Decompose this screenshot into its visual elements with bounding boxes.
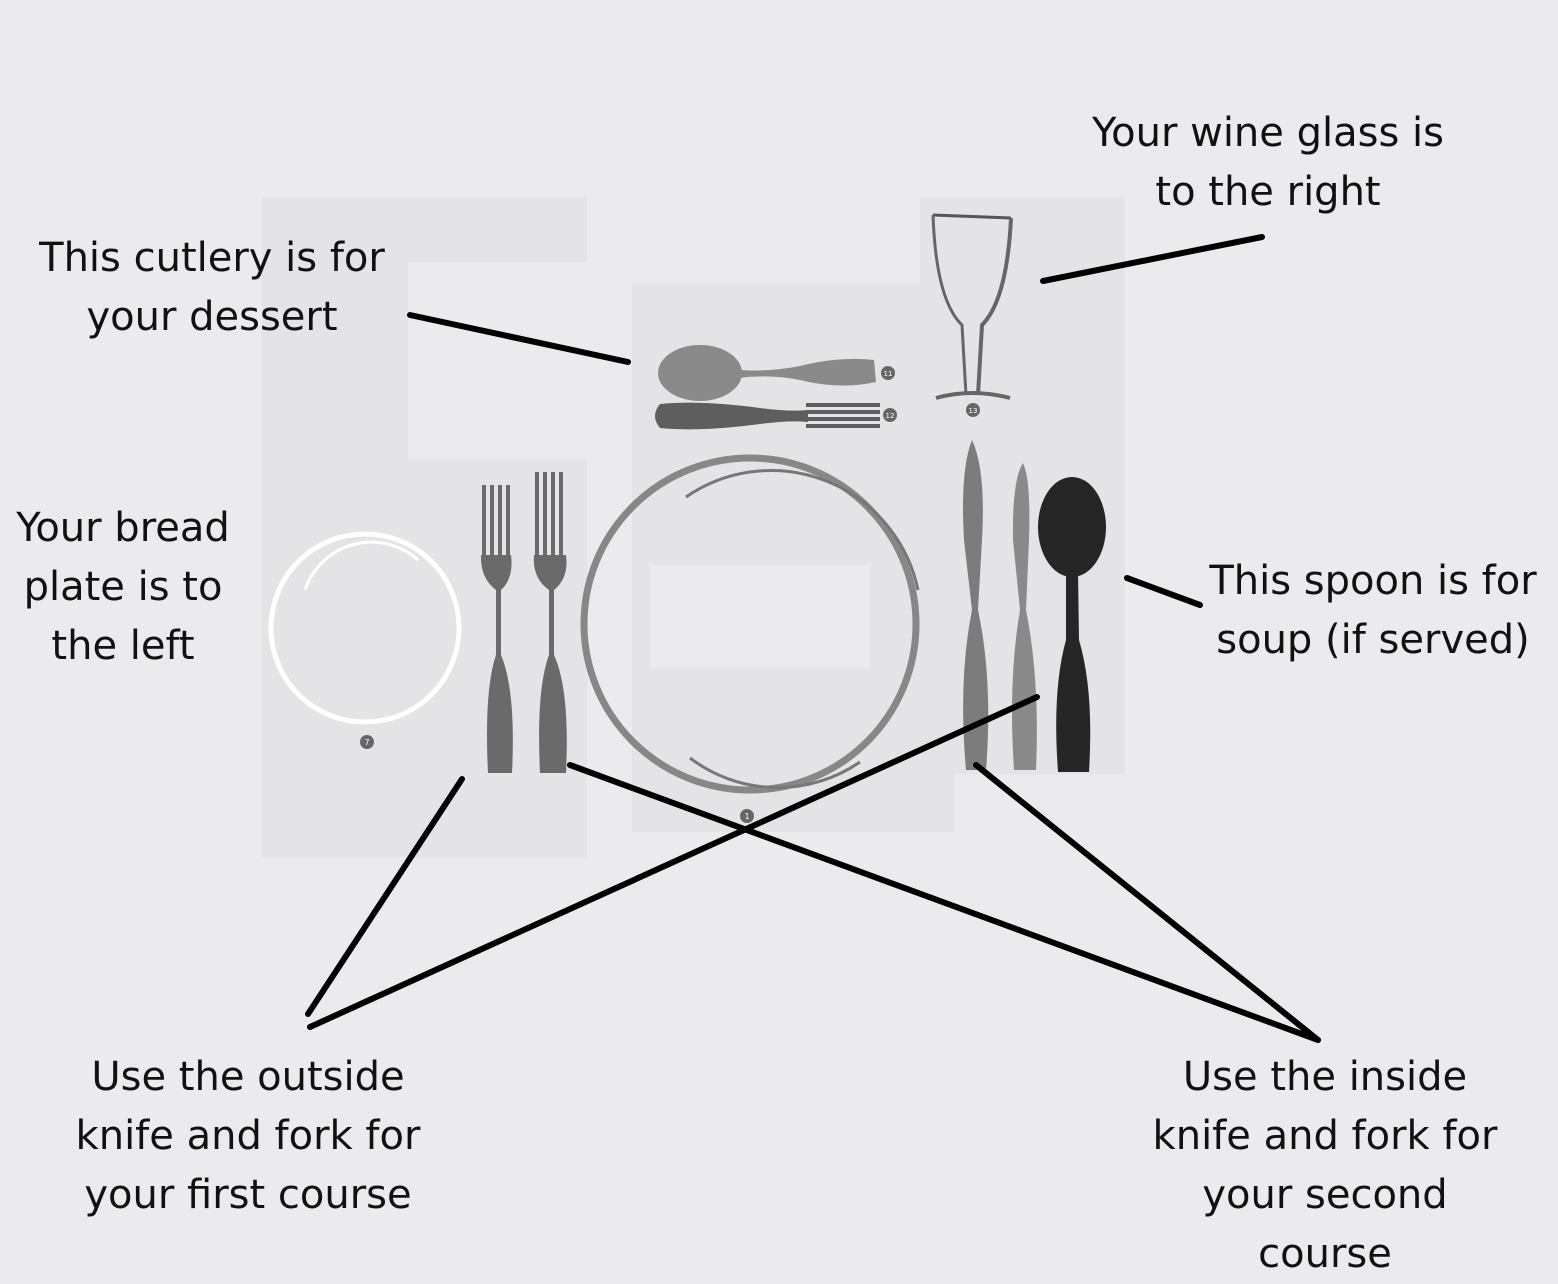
wine-glass-label-line1: Your wine glass is bbox=[1068, 104, 1468, 163]
dessert-fork-number: 12 bbox=[886, 412, 895, 420]
inside-cutlery-label: Use the inside knife and fork for your s… bbox=[1120, 1048, 1530, 1284]
bread-plate-label-line1: Your bread bbox=[0, 499, 246, 558]
inside-cutlery-label-line1: Use the inside bbox=[1120, 1048, 1530, 1107]
inside-cutlery-label-line4: course bbox=[1120, 1225, 1530, 1284]
soup-spoon-label-line1: This spoon is for bbox=[1190, 552, 1556, 611]
outside-cutlery-label-line1: Use the outside bbox=[38, 1048, 458, 1107]
dessert-label-line2: your dessert bbox=[12, 288, 412, 347]
inside-cutlery-label-line3: your second bbox=[1120, 1166, 1530, 1225]
bread-plate-label: Your bread plate is to the left bbox=[0, 499, 246, 676]
dinner-plate-number: 1 bbox=[744, 812, 749, 821]
outside-cutlery-label-line2: knife and fork for bbox=[38, 1107, 458, 1166]
dessert-label-line1: This cutlery is for bbox=[12, 229, 412, 288]
wine-glass-number: 13 bbox=[969, 407, 978, 415]
soup-spoon-label: This spoon is for soup (if served) bbox=[1190, 552, 1556, 670]
soup-spoon-label-line2: soup (if served) bbox=[1190, 611, 1556, 670]
dessert-spoon-number: 11 bbox=[884, 370, 893, 378]
bread-plate-number: 7 bbox=[364, 738, 369, 747]
wine-glass-label-line2: to the right bbox=[1068, 163, 1468, 222]
wine-glass-label: Your wine glass is to the right bbox=[1068, 104, 1468, 222]
bread-plate-label-line2: plate is to bbox=[0, 558, 246, 617]
outside-cutlery-label: Use the outside knife and fork for your … bbox=[38, 1048, 458, 1225]
dessert-label: This cutlery is for your dessert bbox=[12, 229, 412, 347]
bread-plate-label-line3: the left bbox=[0, 617, 246, 676]
outside-cutlery-label-line3: your first course bbox=[38, 1166, 458, 1225]
inside-cutlery-label-line2: knife and fork for bbox=[1120, 1107, 1530, 1166]
inner-knife-arrow bbox=[976, 765, 1318, 1040]
